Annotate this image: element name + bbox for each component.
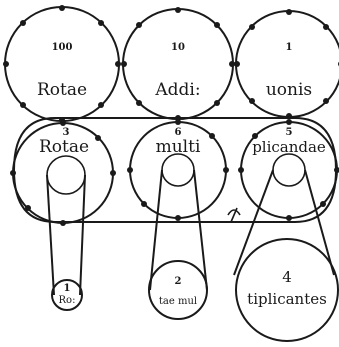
top-wheel-hundreds-word: Rotae [37,80,87,100]
belt-left [46,174,86,296]
top-wheel-units-number: 1 [286,42,293,53]
bottom-wheel-1-word: Ro: [59,295,76,306]
belt-center [149,169,208,291]
top-wheel-hundreds-number: 100 [52,42,73,53]
top-wheel-units: 1 uonis [234,9,339,119]
middle-wheel-6: 6 multi [127,119,229,221]
middle-wheel-5-number: 5 [286,127,293,138]
bottom-wheel-1-number: 1 [64,283,71,294]
middle-wheel-3: 3 Rotae [10,120,116,226]
top-wheel-hundreds: 100 Rotae [3,5,121,123]
middle-wheel-6-number: 6 [175,127,182,138]
bottom-wheel-2: 2 tae mul [148,260,208,320]
belt-crossing-mark [227,207,241,223]
top-wheel-units-word: uonis [266,80,312,100]
middle-wheel-3-number: 3 [63,127,70,138]
middle-wheel-5-word: plicandae [252,138,326,156]
bottom-wheel-4: 4 tiplicantes [235,238,339,342]
bottom-wheel-2-number: 2 [175,276,182,287]
top-wheel-tens-word: Addi: [154,80,200,100]
top-wheel-tens: 10 Addi: [121,7,235,121]
belt-right [233,169,335,276]
top-wheel-tens-number: 10 [171,42,185,53]
bottom-wheel-4-word: tiplicantes [247,290,327,308]
bottom-wheel-2-word: tae mul [159,296,197,307]
middle-wheel-3-word: Rotae [39,137,89,157]
bottom-wheel-4-number: 4 [282,268,292,286]
middle-connecting-belt [12,117,338,223]
bottom-wheel-1: 1 Ro: [51,279,83,311]
middle-wheel-5: 5 plicandae [238,119,339,221]
middle-wheel-6-word: multi [156,137,201,157]
